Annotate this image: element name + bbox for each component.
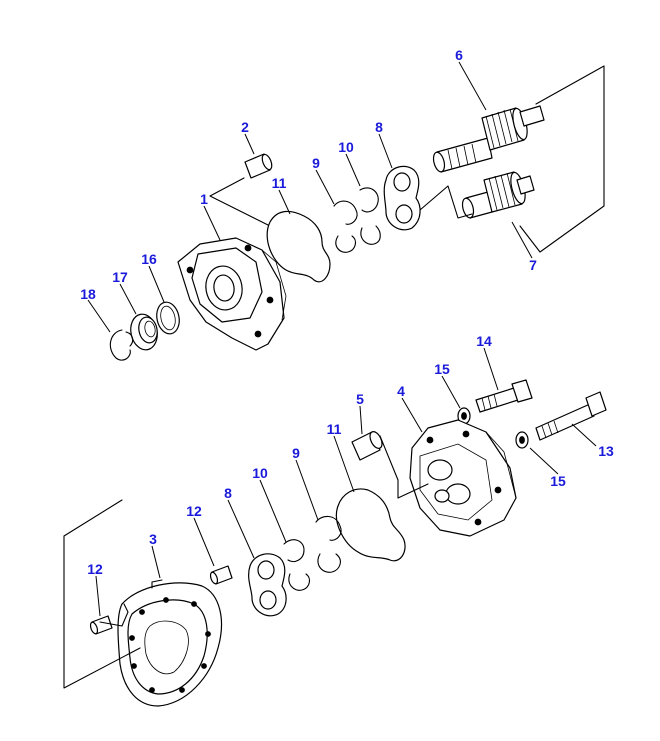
leader-lines [87, 61, 597, 617]
callout-11-lower: 11 [326, 421, 342, 437]
guide-line-lower-frame [63, 499, 141, 689]
callout-10-lower: 10 [252, 465, 268, 481]
part-18-snap-ring [109, 329, 134, 361]
part-11-upper-gasket [266, 210, 331, 283]
guide-line-5 [379, 435, 429, 499]
callout-2: 2 [241, 119, 249, 135]
callout-12-upper: 12 [186, 503, 202, 519]
part-15-washer-lower [515, 431, 529, 449]
part-7-driven-gear [461, 171, 535, 219]
part-16-o-ring [156, 301, 180, 335]
callout-4: 4 [397, 383, 405, 399]
callout-12-lower: 12 [87, 561, 103, 577]
callout-5: 5 [356, 391, 364, 407]
callout-6: 6 [455, 47, 463, 63]
part-9-lower-clip [315, 515, 342, 573]
part-3-ring-spacer [117, 579, 223, 707]
part-13-bolt [535, 391, 607, 441]
part-8-upper-bushing-plate [383, 165, 421, 231]
part-14-bolt [475, 379, 533, 413]
part-10-upper-seal [359, 187, 381, 245]
part-10-lower-seal [283, 539, 311, 591]
callout-10-upper: 10 [338, 139, 354, 155]
callout-8-lower: 8 [224, 485, 232, 501]
part-12-pin-lower [89, 615, 113, 635]
part-17-oil-seal [130, 313, 158, 351]
part-2-dowel-pin [244, 153, 273, 179]
part-5-dowel-pin [351, 431, 383, 461]
callout-14: 14 [476, 333, 492, 349]
part-12-pin-upper [209, 565, 233, 585]
part-1-pump-body [177, 237, 287, 351]
part-8-lower-bushing-plate [248, 553, 287, 617]
callout-1: 1 [200, 191, 208, 207]
callout-15-lower: 15 [550, 473, 566, 489]
guide-line-6-7 [519, 65, 605, 253]
part-4-cover [409, 419, 517, 537]
callout-15-upper: 15 [434, 361, 450, 377]
part-6-drive-gear-shaft [432, 105, 545, 173]
callout-9-upper: 9 [312, 155, 320, 171]
callout-16: 16 [141, 251, 157, 267]
callout-8-upper: 8 [375, 119, 383, 135]
callout-3: 3 [149, 531, 157, 547]
callout-9-lower: 9 [292, 445, 300, 461]
callout-18: 18 [80, 286, 96, 302]
callout-17: 17 [112, 269, 128, 285]
guide-line-8-to-gears [419, 185, 473, 219]
part-9-upper-clip [333, 200, 358, 253]
part-11-lower-gasket [335, 488, 406, 562]
callout-13: 13 [598, 443, 614, 459]
callout-11-upper: 11 [271, 175, 287, 191]
callout-7: 7 [529, 257, 537, 273]
